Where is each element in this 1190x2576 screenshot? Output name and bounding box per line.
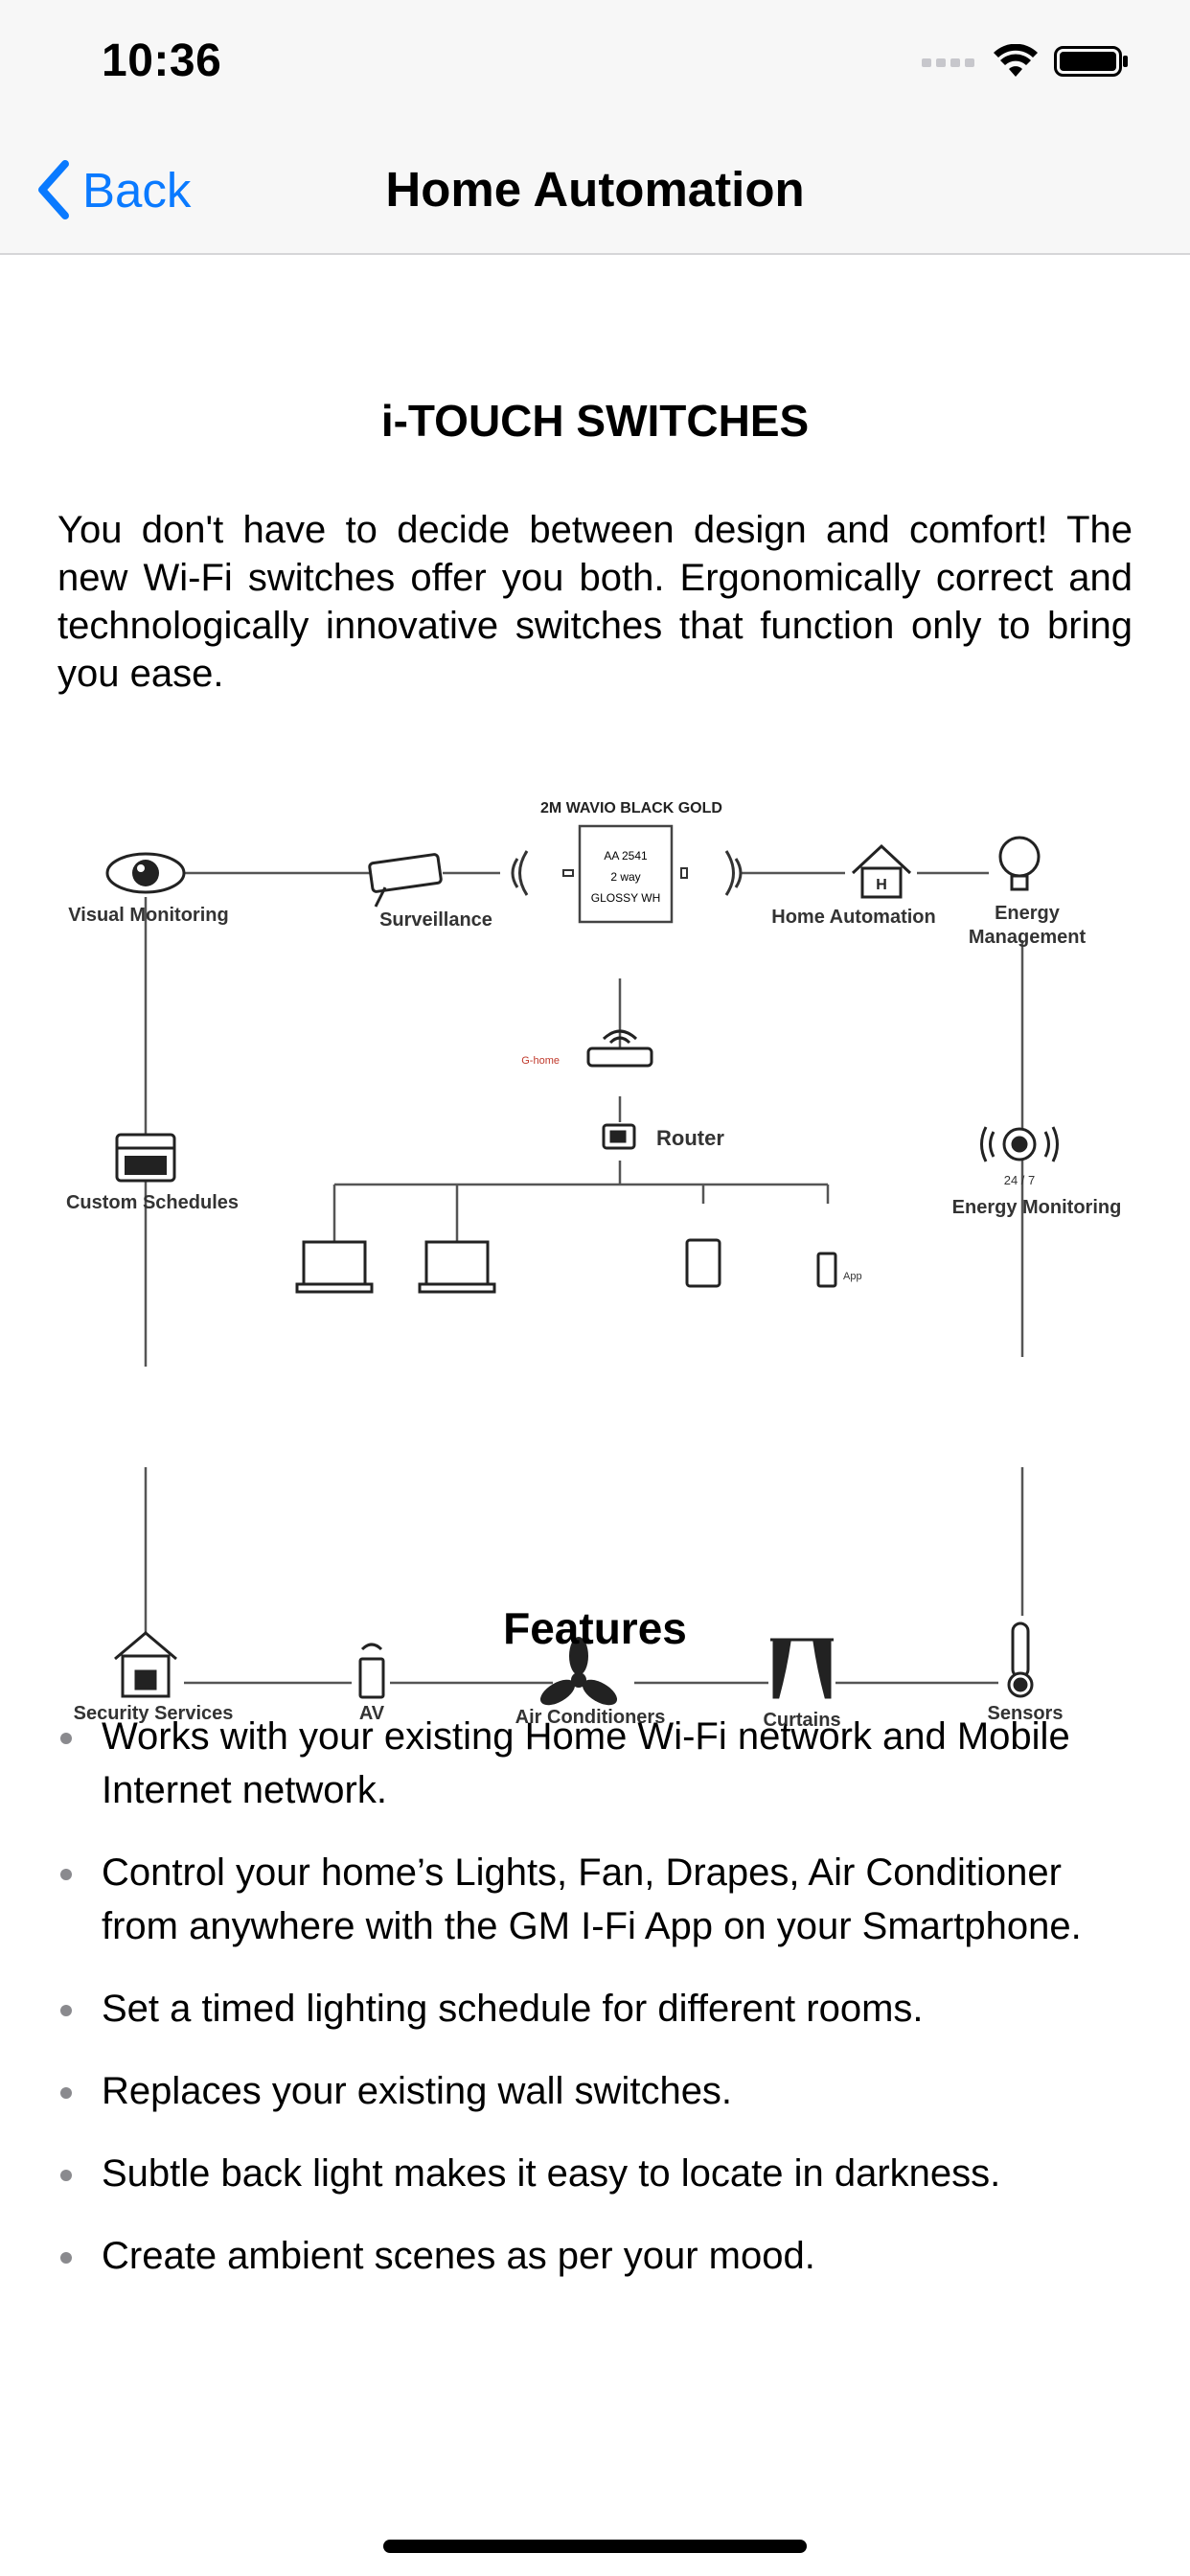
router-icon	[586, 1029, 653, 1068]
features-list: Works with your existing Home Wi-Fi netw…	[57, 1710, 1133, 2312]
home-automation-diagram: 2M WAVIO BLACK GOLD AA 2541 2 way GLOSSY…	[66, 800, 1122, 1731]
curtains-icon	[770, 1638, 834, 1699]
chevron-left-icon	[38, 160, 69, 219]
hours-label: 24 / 7	[1004, 1173, 1036, 1187]
status-time: 10:36	[102, 35, 222, 86]
home-indicator[interactable]	[383, 2540, 807, 2553]
tablet-icon	[685, 1238, 721, 1288]
security-services-label: Security Services	[74, 1703, 234, 1724]
home-automation-label: Home Automation	[771, 907, 935, 928]
cellular-signal-icon	[922, 58, 974, 67]
app-label: App	[843, 1271, 862, 1282]
switch-line-1: AA 2541	[604, 849, 648, 862]
bullet-icon	[60, 1869, 72, 1880]
feature-text: Set a timed lighting schedule for differ…	[102, 1988, 924, 2030]
air-conditioners-label: Air Conditioners	[515, 1707, 666, 1728]
back-button[interactable]: Back	[34, 157, 191, 222]
router-label: Router	[656, 1126, 724, 1150]
feature-text: Subtle back light makes it easy to locat…	[102, 2152, 1001, 2195]
list-item: Subtle back light makes it easy to locat…	[57, 2147, 1133, 2200]
status-icons	[922, 42, 1129, 80]
laptop-icon	[295, 1240, 374, 1294]
switch-line-3: GLOSSY WH	[591, 891, 660, 905]
bullet-icon	[60, 2087, 72, 2099]
brand-logo: G-home	[521, 1055, 560, 1067]
light-bulb-icon	[998, 836, 1041, 891]
lock-house-icon	[114, 1631, 177, 1698]
list-item: Control your home’s Lights, Fan, Drapes,…	[57, 1846, 1133, 1953]
bullet-icon	[60, 2252, 72, 2264]
list-item: Set a timed lighting schedule for differ…	[57, 1982, 1133, 2036]
energy-monitoring-label: Energy Monitoring	[952, 1197, 1122, 1218]
list-item: Works with your existing Home Wi-Fi netw…	[57, 1710, 1133, 1817]
wifi-icon	[994, 44, 1038, 77]
laptop-icon-2	[418, 1240, 496, 1294]
intro-paragraph: You don't have to decide between design …	[57, 509, 1133, 695]
bullet-icon	[60, 2170, 72, 2181]
energy-label-1: Energy	[995, 903, 1061, 924]
house-icon: H	[851, 843, 912, 899]
feature-text: Works with your existing Home Wi-Fi netw…	[102, 1715, 1070, 1811]
av-device-icon	[358, 1643, 385, 1699]
bullet-icon	[60, 2005, 72, 2016]
svg-text:H: H	[876, 877, 887, 893]
battery-icon	[1054, 46, 1128, 77]
camera-icon	[368, 853, 443, 908]
surveillance-label: Surveillance	[379, 909, 492, 931]
visual-monitoring-label: Visual Monitoring	[68, 905, 228, 926]
energy-label-2: Management	[969, 927, 1087, 948]
energy-monitor-icon	[980, 1126, 1059, 1162]
feature-text: Replaces your existing wall switches.	[102, 2070, 733, 2112]
back-label: Back	[82, 162, 192, 218]
signal-waves-icon	[511, 850, 743, 896]
list-item: Replaces your existing wall switches.	[57, 2064, 1133, 2118]
navigation-bar: Back Home Automation	[0, 126, 1190, 255]
curtains-label: Curtains	[763, 1710, 840, 1731]
sensors-label: Sensors	[988, 1703, 1064, 1724]
calendar-icon	[115, 1133, 176, 1183]
switch-model-label: 2M WAVIO BLACK GOLD	[540, 800, 722, 816]
feature-text: Control your home’s Lights, Fan, Drapes,…	[102, 1852, 1082, 1947]
bullet-icon	[60, 1733, 72, 1744]
wifi-switch-icon: AA 2541 2 way GLOSSY WH	[578, 824, 674, 924]
thermometer-icon	[1007, 1622, 1034, 1698]
fan-icon	[539, 1637, 618, 1706]
section-title: i-TOUCH SWITCHES	[380, 396, 810, 446]
custom-schedules-label: Custom Schedules	[66, 1192, 239, 1213]
av-label: AV	[359, 1703, 385, 1724]
feature-text: Create ambient scenes as per your mood.	[102, 2235, 815, 2277]
features-title: Features	[503, 1603, 687, 1653]
switch-line-2: 2 way	[610, 870, 640, 884]
phone-icon	[816, 1252, 837, 1288]
router-box-icon	[602, 1123, 636, 1150]
eye-icon	[105, 852, 186, 894]
nav-title: Home Automation	[385, 162, 805, 217]
status-bar: 10:36	[0, 0, 1190, 126]
list-item: Create ambient scenes as per your mood.	[57, 2229, 1133, 2283]
